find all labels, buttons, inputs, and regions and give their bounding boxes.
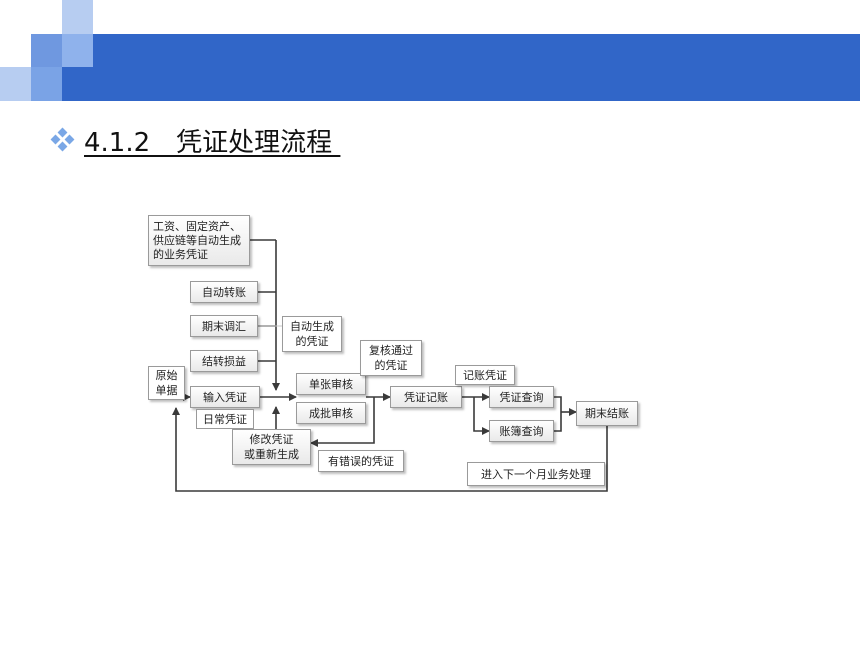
node-post-voucher: 凭证记账 (390, 386, 462, 408)
deco-square-1 (62, 0, 93, 34)
node-period-end-closing: 期末结账 (576, 401, 638, 426)
node-enter-voucher: 输入凭证 (190, 386, 260, 408)
header-bar (62, 34, 860, 101)
node-voucher-query: 凭证查询 (489, 386, 554, 408)
deco-square-3 (62, 34, 93, 67)
label-daily-voucher: 日常凭证 (196, 409, 254, 429)
slide-title: 4.1.2 凭证处理流程 (84, 127, 341, 158)
node-ledger-query: 账簿查询 (489, 420, 554, 442)
node-single-review: 单张审核 (296, 373, 366, 395)
label-posted-voucher: 记账凭证 (455, 365, 515, 385)
label-erroneous-voucher: 有错误的凭证 (318, 450, 404, 472)
node-modify-or-regenerate: 修改凭证 或重新生成 (232, 429, 311, 465)
deco-square-4 (0, 67, 31, 101)
node-original-docs: 原始 单据 (148, 366, 185, 400)
deco-square-5 (31, 67, 62, 101)
label-auto-generated-vouchers: 自动生成 的凭证 (282, 316, 342, 352)
deco-square-2 (31, 34, 62, 67)
slide-title-row: 4.1.2 凭证处理流程 (50, 120, 341, 160)
label-review-passed: 复核通过 的凭证 (360, 340, 422, 376)
label-next-month: 进入下一个月业务处理 (467, 462, 605, 486)
node-carry-forward-pl: 结转损益 (190, 350, 258, 372)
node-auto-transfer: 自动转账 (190, 281, 258, 303)
node-period-end-adjust: 期末调汇 (190, 315, 258, 337)
node-batch-review: 成批审核 (296, 402, 366, 424)
node-source-vouchers: 工资、固定资产、 供应链等自动生成 的业务凭证 (148, 215, 250, 266)
